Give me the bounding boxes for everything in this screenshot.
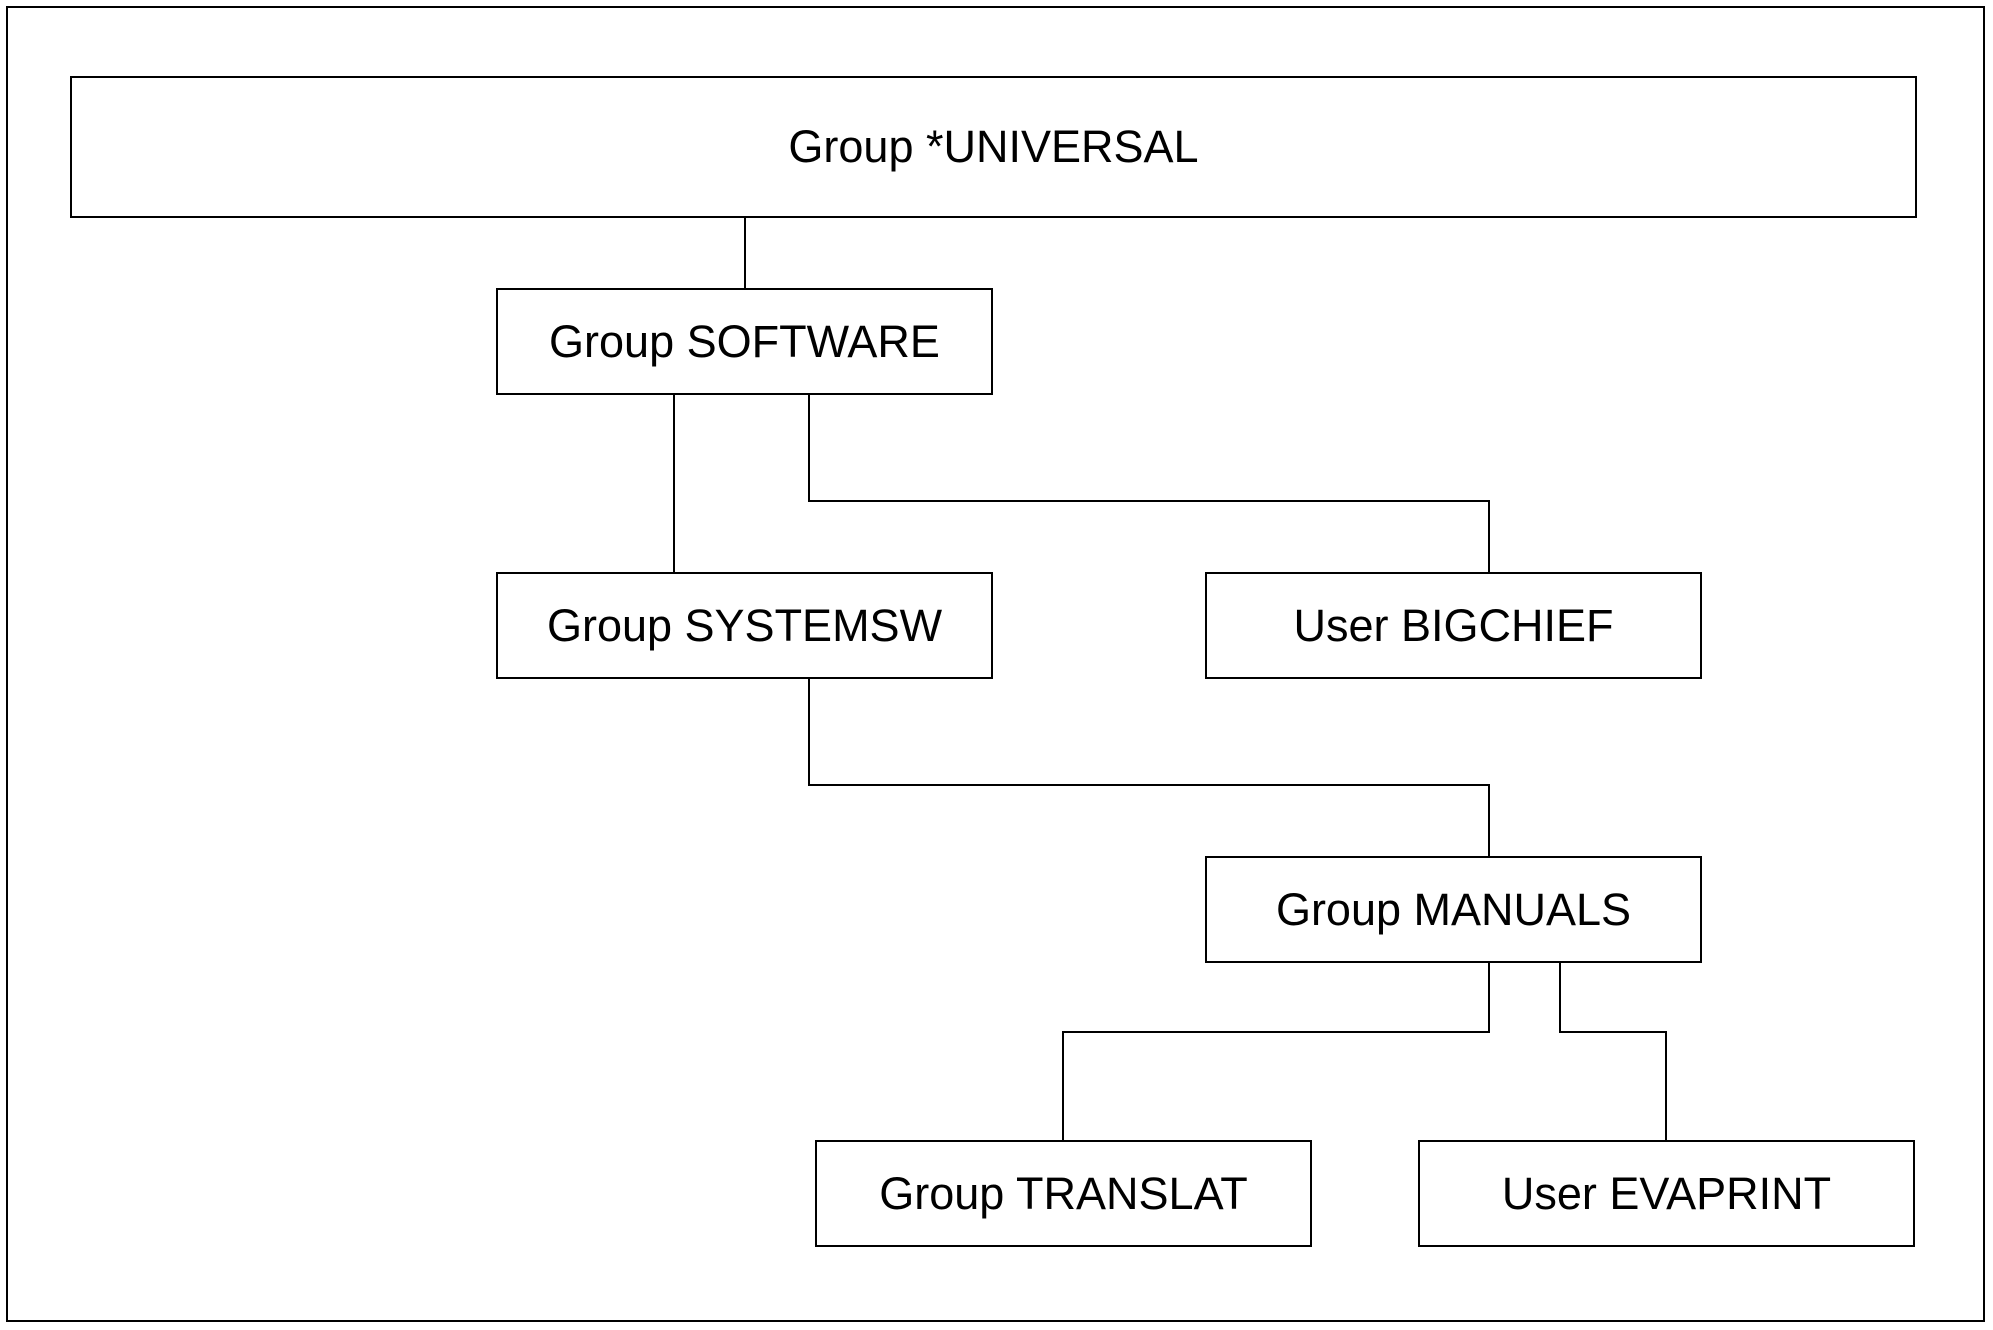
node-group-software: Group SOFTWARE <box>496 288 993 395</box>
node-group-manuals: Group MANUALS <box>1205 856 1702 963</box>
node-user-bigchief: User BIGCHIEF <box>1205 572 1702 679</box>
node-group-translat: Group TRANSLAT <box>815 1140 1312 1247</box>
node-user-evaprint: User EVAPRINT <box>1418 1140 1915 1247</box>
node-group-universal: Group *UNIVERSAL <box>70 76 1917 218</box>
diagram-frame <box>6 6 1985 1322</box>
node-group-systemsw: Group SYSTEMSW <box>496 572 993 679</box>
